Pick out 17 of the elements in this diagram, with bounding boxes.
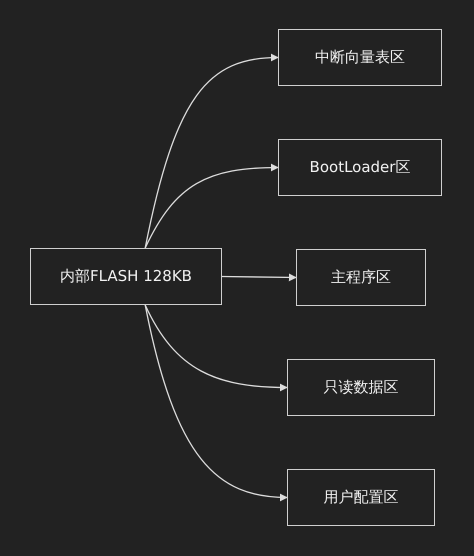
memory-region-box bbox=[30, 248, 222, 305]
arrow bbox=[144, 304, 288, 392]
region-label: 内部FLASH 128KB bbox=[60, 267, 192, 286]
memory-region-box bbox=[278, 29, 442, 86]
memory-region-box bbox=[278, 139, 442, 196]
arrow bbox=[144, 304, 288, 502]
memory-region-box bbox=[287, 359, 435, 416]
region-label: 只读数据区 bbox=[324, 378, 398, 397]
arrow bbox=[144, 164, 279, 248]
region-label: 主程序区 bbox=[331, 268, 391, 287]
region-label: 用户配置区 bbox=[324, 488, 398, 507]
memory-region-box bbox=[287, 469, 435, 526]
region-label: 中断向量表区 bbox=[315, 48, 405, 67]
arrow bbox=[144, 54, 279, 248]
arrow bbox=[222, 273, 297, 282]
memory-region-box bbox=[296, 249, 426, 306]
region-label: BootLoader区 bbox=[310, 158, 410, 177]
